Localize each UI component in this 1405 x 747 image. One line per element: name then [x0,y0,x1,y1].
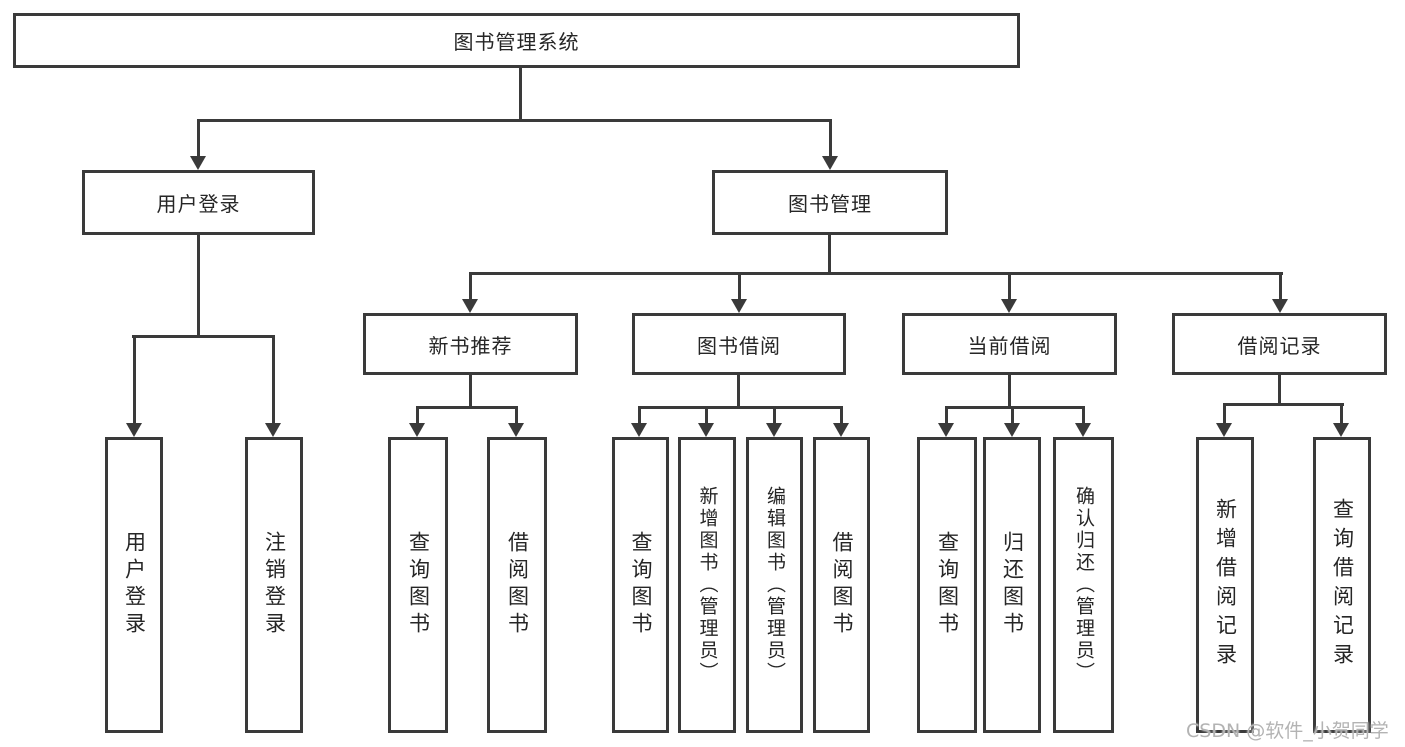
leaf-add-borrow-record: 新增借阅记录 [1196,437,1254,733]
leaf-label: 用户登录 [122,531,147,639]
node-label: 当前借阅 [967,333,1052,358]
leaf-label: 新增借阅记录 [1213,498,1238,672]
leaf-return-book: 归还图书 [983,437,1041,733]
connector-new-book-split [417,406,518,409]
arrow-down-icon [1001,272,1018,313]
leaf-query-book-current: 查询图书 [917,437,977,733]
connector-book-mgmt-split [469,272,1283,275]
arrow-down-icon [631,406,648,437]
connector-current-borrow-split [946,406,1085,409]
connector-user-login-stem [197,235,200,338]
leaf-borrow-book-recommend: 借阅图书 [487,437,547,733]
arrow-down-icon [1272,272,1289,313]
connector-root-split [197,119,832,122]
connector-current-borrow-stem [1008,375,1011,409]
node-label: 图书管理系统 [453,30,580,54]
arrow-down-icon [190,119,207,170]
leaf-label: 查询图书 [935,531,960,639]
leaf-query-book-borrow: 查询图书 [612,437,669,733]
leaf-label: 归还图书 [1000,531,1025,639]
leaf-confirm-return-admin: 确认归还（管理员） [1053,437,1114,733]
arrow-down-icon [1216,403,1233,437]
connector-root-stem [519,68,522,122]
connector-new-book-stem [469,375,472,409]
leaf-label: 借阅图书 [505,531,530,639]
connector-book-borrow-stem [737,375,740,409]
leaf-label: 确认归还（管理员） [1073,486,1095,684]
node-book-borrow: 图书借阅 [632,313,846,375]
connector-user-login-split [132,335,275,338]
arrow-down-icon [698,406,715,437]
leaf-logout: 注销登录 [245,437,303,733]
node-user-login: 用户登录 [82,170,315,235]
arrow-down-icon [731,272,748,313]
leaf-query-book-recommend: 查询图书 [388,437,448,733]
arrow-down-icon [1333,403,1350,437]
node-label: 借阅记录 [1237,333,1322,358]
leaf-add-book-admin: 新增图书（管理员） [678,437,736,733]
arrow-down-icon [1075,406,1092,437]
arrow-down-icon [265,335,282,437]
node-label: 图书借阅 [697,333,781,358]
connector-borrow-records-stem [1278,375,1281,406]
csdn-watermark: CSDN @软件_小贺同学 [1186,720,1389,742]
leaf-label: 借阅图书 [830,531,854,639]
leaf-label: 编辑图书（管理员） [764,486,786,684]
leaf-edit-book-admin: 编辑图书（管理员） [746,437,803,733]
arrow-down-icon [126,335,143,437]
node-label: 用户登录 [156,192,241,216]
connector-book-borrow-split [639,406,843,409]
leaf-label: 注销登录 [262,531,287,639]
arrow-down-icon [409,406,426,437]
arrow-down-icon [822,119,839,170]
arrow-down-icon [766,406,783,437]
arrow-down-icon [833,406,850,437]
node-borrow-records: 借阅记录 [1172,313,1387,375]
node-label: 新书推荐 [428,333,513,358]
node-current-borrow: 当前借阅 [902,313,1117,375]
node-label: 图书管理 [788,192,872,216]
leaf-label: 查询图书 [406,531,431,639]
arrow-down-icon [462,272,479,313]
arrow-down-icon [508,406,525,437]
connector-borrow-records-split [1224,403,1344,406]
node-book-management: 图书管理 [712,170,948,235]
leaf-borrow-book: 借阅图书 [813,437,870,733]
leaf-user-login: 用户登录 [105,437,163,733]
leaf-label: 查询借阅记录 [1330,498,1355,672]
leaf-query-borrow-record: 查询借阅记录 [1313,437,1371,733]
connector-book-mgmt-stem [828,235,831,275]
arrow-down-icon [938,406,955,437]
leaf-label: 新增图书（管理员） [696,486,719,684]
node-library-management-system: 图书管理系统 [13,13,1020,68]
leaf-label: 查询图书 [629,531,653,639]
node-new-book-recommend: 新书推荐 [363,313,578,375]
arrow-down-icon [1004,406,1021,437]
